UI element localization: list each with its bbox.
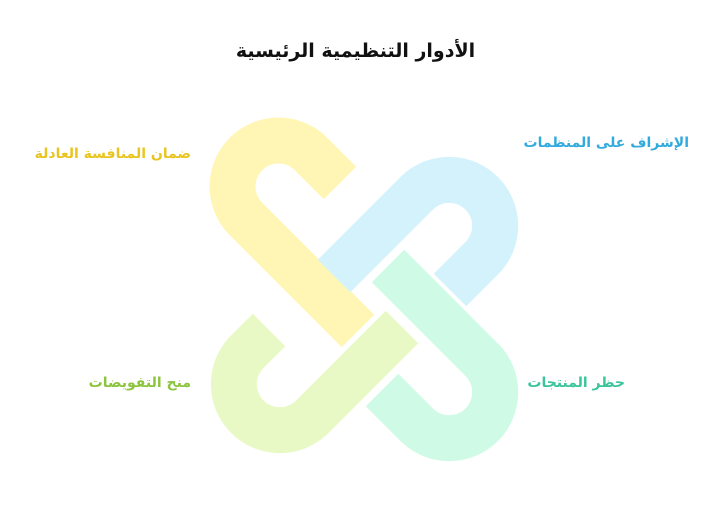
role-label-bottom-left: منح التفويضات xyxy=(88,375,191,391)
page-title: الأدوار التنظيمية الرئيسية xyxy=(235,40,476,62)
knot-loop-blue xyxy=(317,156,519,307)
role-label-top-left: ضمان المنافسة العادلة xyxy=(34,146,191,162)
role-label-top-right: الإشراف على المنظمات xyxy=(523,135,689,151)
knot-loop-green xyxy=(365,249,519,462)
knot-loop-yellow xyxy=(209,117,375,348)
knot-loop-yellow-tip xyxy=(294,137,357,200)
knot-loop-lime xyxy=(210,310,419,454)
role-label-bottom-right: حظر المنتجات xyxy=(527,375,625,391)
